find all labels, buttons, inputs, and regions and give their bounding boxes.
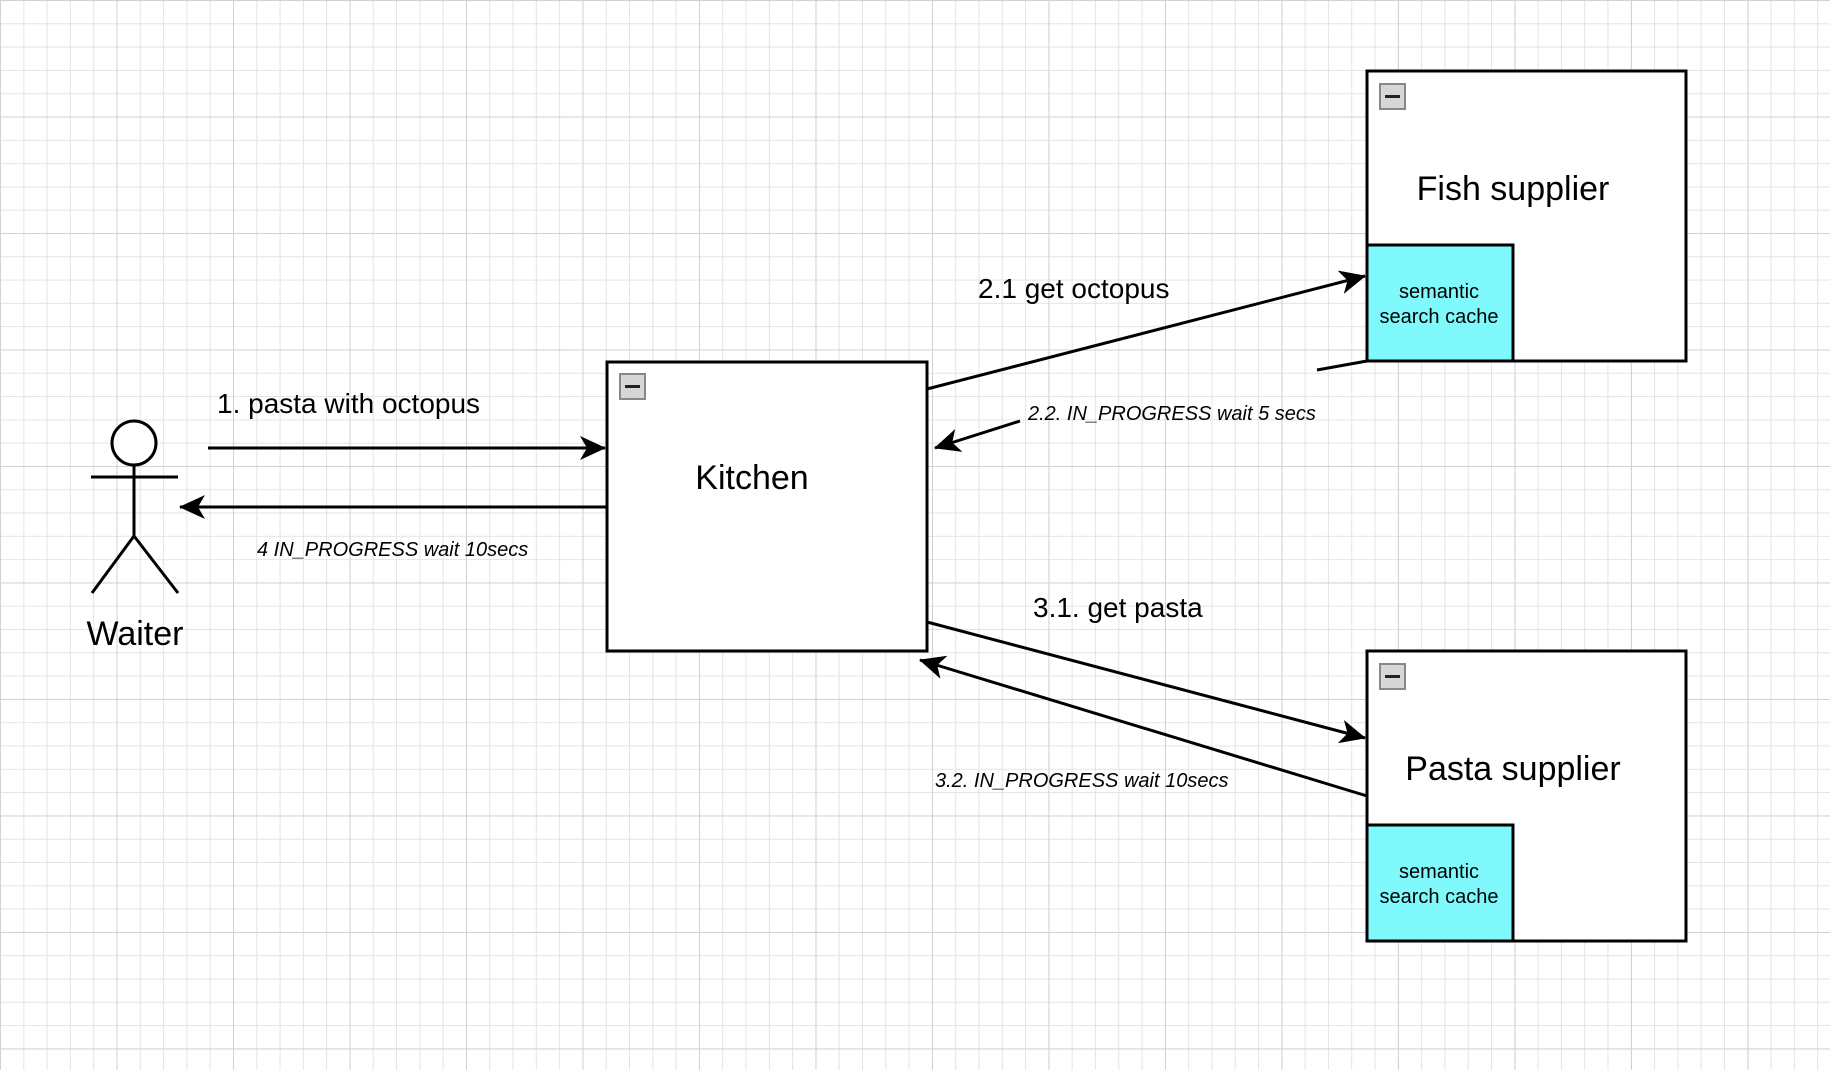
- pasta-supplier-node[interactable]: Pasta supplier semantic search cache: [1365, 649, 1688, 943]
- collapse-icon[interactable]: [1379, 83, 1406, 110]
- edge-pasta-supplier-to-kitchen[interactable]: 3.2. IN_PROGRESS wait 10secs: [919, 655, 1368, 798]
- kitchen-label: Kitchen: [695, 459, 808, 497]
- actor-left-leg: [90, 535, 136, 594]
- pasta-supplier-label: Pasta supplier: [1405, 750, 1620, 788]
- fish-supplier-node[interactable]: Fish supplier semantic search cache: [1365, 69, 1688, 363]
- fish-supplier-label: Fish supplier: [1417, 170, 1610, 208]
- actor-right-leg: [132, 535, 180, 594]
- edge-kitchen-to-waiter[interactable]: 4 IN_PROGRESS wait 10secs: [179, 495, 607, 561]
- edge-label-4: 4 IN_PROGRESS wait 10secs: [257, 539, 528, 561]
- pasta-cache-label-line2: search cache: [1380, 886, 1499, 908]
- fish-cache-label-line2: search cache: [1380, 306, 1499, 328]
- edge-label-3-2: 3.2. IN_PROGRESS wait 10secs: [935, 770, 1228, 792]
- actor-label: Waiter: [87, 615, 184, 653]
- edge-label-3-1: 3.1. get pasta: [1033, 592, 1203, 623]
- edge-kitchen-to-pasta-supplier[interactable]: 3.1. get pasta: [926, 592, 1366, 744]
- edge-label-2-2: 2.2. IN_PROGRESS wait 5 secs: [1027, 403, 1316, 425]
- edge-kitchen-to-fish-supplier[interactable]: 2.1 get octopus: [926, 270, 1366, 391]
- collapse-icon[interactable]: [1379, 663, 1406, 690]
- kitchen-node[interactable]: Kitchen: [605, 360, 929, 653]
- edge-waiter-to-kitchen[interactable]: 1. pasta with octopus: [208, 388, 606, 460]
- waiter-actor[interactable]: Waiter: [87, 419, 184, 653]
- actor-head: [110, 419, 158, 467]
- pasta-cache-label-line1: semantic: [1399, 861, 1479, 883]
- edge-label-2-1: 2.1 get octopus: [978, 273, 1169, 304]
- fish-cache-label-line1: semantic: [1399, 281, 1479, 303]
- pasta-semantic-search-cache[interactable]: [1365, 823, 1515, 943]
- edge-label-1: 1. pasta with octopus: [217, 388, 480, 419]
- kitchen-box: [605, 360, 929, 653]
- fish-semantic-search-cache[interactable]: [1365, 243, 1515, 363]
- edge-fish-supplier-to-kitchen[interactable]: 2.2. IN_PROGRESS wait 5 secs: [934, 359, 1368, 452]
- collapse-icon[interactable]: [619, 373, 646, 400]
